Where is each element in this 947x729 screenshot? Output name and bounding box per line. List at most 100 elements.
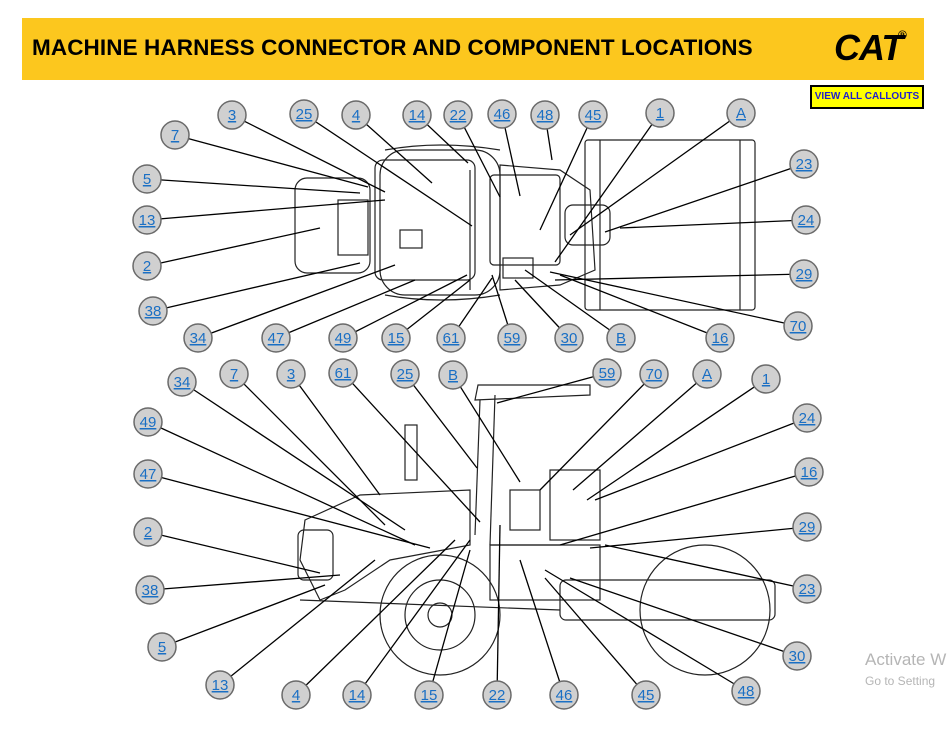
side-view-callout-29[interactable]: 29: [792, 512, 822, 542]
callout-label[interactable]: 23: [799, 581, 816, 598]
callout-circle[interactable]: [731, 676, 761, 706]
callout-circle[interactable]: [631, 680, 661, 710]
side-view-callout-4[interactable]: 4: [281, 680, 311, 710]
callout-label[interactable]: 70: [646, 366, 663, 383]
callout-circle[interactable]: [497, 323, 527, 353]
top-view-callout-16[interactable]: 16: [705, 323, 735, 353]
callout-label[interactable]: 48: [738, 683, 755, 700]
side-view-callout-3[interactable]: 3: [276, 359, 306, 389]
callout-circle[interactable]: [792, 403, 822, 433]
callout-label[interactable]: 59: [599, 365, 616, 382]
side-view-callout-48[interactable]: 48: [731, 676, 761, 706]
side-view-callout-14[interactable]: 14: [342, 680, 372, 710]
callout-circle[interactable]: [482, 680, 512, 710]
callout-label[interactable]: 14: [409, 107, 426, 124]
side-view-callout-59[interactable]: 59: [592, 358, 622, 388]
top-view-callout-59[interactable]: 59: [497, 323, 527, 353]
side-view-callout-5[interactable]: 5: [147, 632, 177, 662]
top-view-callout-7[interactable]: 7: [160, 120, 190, 150]
top-view-callout-14[interactable]: 14: [402, 100, 432, 130]
top-view-callout-3[interactable]: 3: [217, 100, 247, 130]
callout-circle[interactable]: [783, 311, 813, 341]
callout-label[interactable]: 49: [140, 414, 157, 431]
side-view-callout-25[interactable]: 25: [390, 359, 420, 389]
side-view-callout-24[interactable]: 24: [792, 403, 822, 433]
callout-label[interactable]: 34: [190, 330, 207, 347]
view-all-callouts-button[interactable]: VIEW ALL CALLOUTS: [810, 85, 924, 109]
callout-circle[interactable]: [414, 680, 444, 710]
side-view-callout-38[interactable]: 38: [135, 575, 165, 605]
side-view-callout-47[interactable]: 47: [133, 459, 163, 489]
callout-label[interactable]: 2: [143, 258, 151, 275]
callout-label[interactable]: 30: [789, 648, 806, 665]
callout-circle[interactable]: [219, 359, 249, 389]
callout-circle[interactable]: [443, 100, 473, 130]
callout-label[interactable]: B: [448, 367, 458, 384]
callout-label[interactable]: 49: [335, 330, 352, 347]
callout-circle[interactable]: [138, 296, 168, 326]
callout-circle[interactable]: [726, 98, 756, 128]
callout-label[interactable]: A: [736, 105, 746, 122]
callout-circle[interactable]: [782, 641, 812, 671]
callout-circle[interactable]: [606, 323, 636, 353]
callout-circle[interactable]: [281, 680, 311, 710]
side-view-callout-70[interactable]: 70: [639, 359, 669, 389]
callout-circle[interactable]: [792, 574, 822, 604]
callout-circle[interactable]: [705, 323, 735, 353]
callout-label[interactable]: 29: [799, 519, 816, 536]
callout-label[interactable]: 38: [142, 582, 159, 599]
callout-label[interactable]: 15: [388, 330, 405, 347]
callout-label[interactable]: 47: [140, 466, 157, 483]
side-view-callout-22[interactable]: 22: [482, 680, 512, 710]
callout-label[interactable]: 24: [799, 410, 816, 427]
top-view-callout-24[interactable]: 24: [791, 205, 821, 235]
callout-label[interactable]: 24: [798, 212, 815, 229]
callout-label[interactable]: 5: [143, 171, 151, 188]
top-view-callout-23[interactable]: 23: [789, 149, 819, 179]
callout-label[interactable]: 29: [796, 266, 813, 283]
callout-circle[interactable]: [147, 632, 177, 662]
side-view-callout-a[interactable]: A: [692, 359, 722, 389]
callout-label[interactable]: 46: [556, 687, 573, 704]
callout-circle[interactable]: [132, 205, 162, 235]
top-view-callout-30[interactable]: 30: [554, 323, 584, 353]
callout-circle[interactable]: [592, 358, 622, 388]
top-view-callout-46[interactable]: 46: [487, 99, 517, 129]
callout-circle[interactable]: [645, 98, 675, 128]
top-view-callout-38[interactable]: 38: [138, 296, 168, 326]
side-view-callout-30[interactable]: 30: [782, 641, 812, 671]
callout-label[interactable]: 13: [212, 677, 229, 694]
top-view-callout-13[interactable]: 13: [132, 205, 162, 235]
callout-label[interactable]: 14: [349, 687, 366, 704]
callout-circle[interactable]: [160, 120, 190, 150]
callout-circle[interactable]: [530, 100, 560, 130]
top-view-callout-1[interactable]: 1: [645, 98, 675, 128]
top-view-callout-70[interactable]: 70: [783, 311, 813, 341]
callout-label[interactable]: 61: [335, 365, 352, 382]
callout-circle[interactable]: [133, 517, 163, 547]
callout-circle[interactable]: [549, 680, 579, 710]
top-view-callout-61[interactable]: 61: [436, 323, 466, 353]
callout-circle[interactable]: [261, 323, 291, 353]
side-view-callout-2[interactable]: 2: [133, 517, 163, 547]
callout-circle[interactable]: [487, 99, 517, 129]
callout-circle[interactable]: [183, 323, 213, 353]
callout-label[interactable]: 45: [585, 107, 602, 124]
callout-label[interactable]: 38: [145, 303, 162, 320]
callout-label[interactable]: 22: [450, 107, 467, 124]
callout-label[interactable]: 7: [230, 366, 238, 383]
callout-circle[interactable]: [554, 323, 584, 353]
callout-label[interactable]: 15: [421, 687, 438, 704]
callout-label[interactable]: A: [702, 366, 712, 383]
callout-circle[interactable]: [794, 457, 824, 487]
top-view-callout-a[interactable]: A: [726, 98, 756, 128]
top-view-callout-48[interactable]: 48: [530, 100, 560, 130]
callout-label[interactable]: 22: [489, 687, 506, 704]
callout-label[interactable]: 34: [174, 374, 191, 391]
side-view-callout-b[interactable]: B: [438, 360, 468, 390]
callout-label[interactable]: 1: [656, 105, 664, 122]
side-view-callout-1[interactable]: 1: [751, 364, 781, 394]
callout-circle[interactable]: [578, 100, 608, 130]
top-view-callout-b[interactable]: B: [606, 323, 636, 353]
callout-label[interactable]: 46: [494, 106, 511, 123]
